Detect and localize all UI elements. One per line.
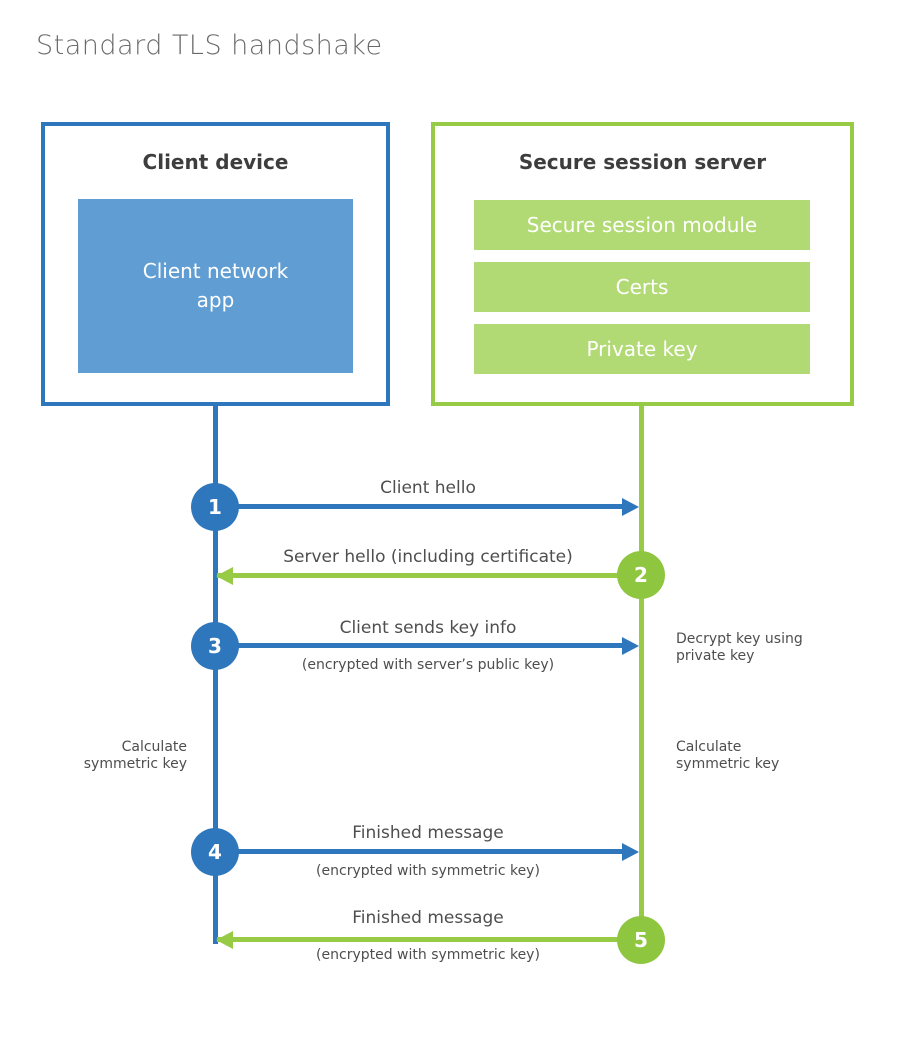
step5-message-sublabel: (encrypted with symmetric key): [316, 947, 540, 963]
server-module-certs: Certs: [474, 262, 810, 312]
client-network-app-box: Client network app: [78, 199, 353, 373]
step3-message-sublabel: (encrypted with server’s public key): [301, 657, 555, 673]
step1-arrow: [217, 504, 623, 509]
step4-arrowhead-icon: [622, 843, 639, 861]
step4-message-sublabel: (encrypted with symmetric key): [316, 863, 540, 879]
step5-arrowhead-icon: [216, 931, 233, 949]
step3-arrowhead-icon: [622, 637, 639, 655]
step2-badge: 2: [617, 551, 665, 599]
step4-message-label: Finished message: [352, 823, 504, 843]
step1-badge: 1: [191, 483, 239, 531]
server-module-private-key: Private key: [474, 324, 810, 374]
client-lifeline: [213, 406, 218, 944]
step5-badge: 5: [617, 916, 665, 964]
step3-arrow: [217, 643, 623, 648]
step3-badge: 3: [191, 622, 239, 670]
step4-arrow: [217, 849, 623, 854]
note-calc-symmetric-right: Calculate symmetric key: [676, 739, 780, 772]
secure-session-server-title: Secure session server: [518, 150, 767, 174]
server-module-secure-session: Secure session module: [474, 200, 810, 250]
step5-message-label: Finished message: [352, 908, 504, 928]
step1-message-label: Client hello: [380, 478, 476, 498]
step1-arrowhead-icon: [622, 498, 639, 516]
step2-arrow: [217, 573, 623, 578]
client-device-title: Client device: [142, 150, 289, 174]
step5-arrow: [217, 937, 623, 942]
step2-message-label: Server hello (including certificate): [283, 547, 573, 567]
step4-badge: 4: [191, 828, 239, 876]
server-lifeline: [639, 406, 644, 944]
step2-arrowhead-icon: [216, 567, 233, 585]
note-calc-symmetric-left: Calculate symmetric key: [83, 739, 187, 772]
step3-message-label: Client sends key info: [339, 618, 517, 638]
note-decrypt-key: Decrypt key using private key: [676, 631, 803, 664]
page-title: Standard TLS handshake: [36, 30, 383, 61]
